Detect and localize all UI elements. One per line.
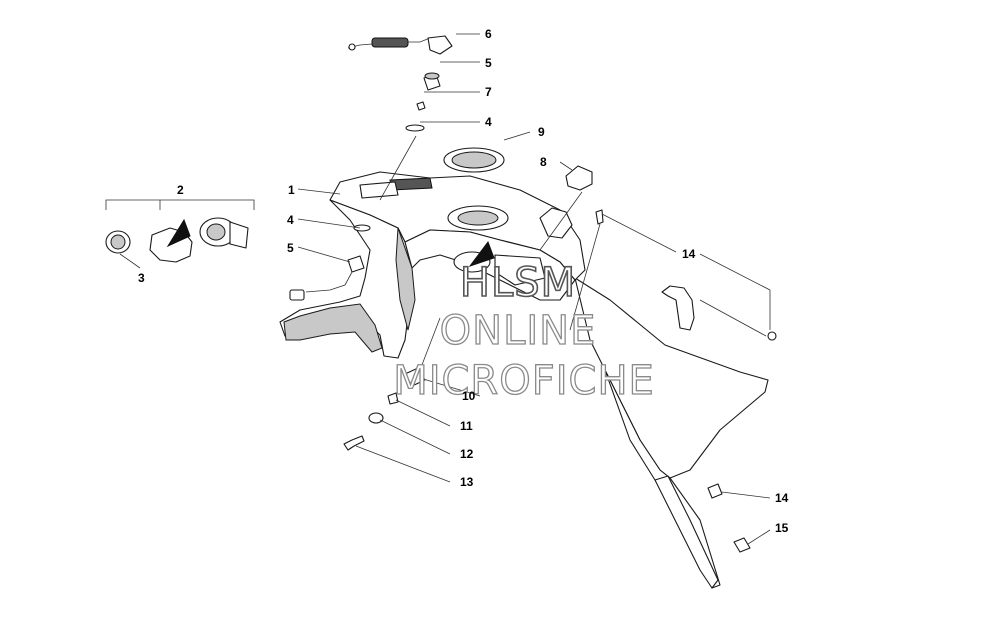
part-7-screw	[416, 101, 426, 111]
callout-13: 13	[460, 475, 474, 489]
callout-6: 6	[485, 27, 492, 41]
part-11-nut	[387, 392, 399, 405]
watermark-line-1: HLSM	[460, 260, 576, 306]
arrow-marker-left	[166, 218, 191, 248]
arrow-marker-center	[468, 240, 495, 267]
part-12-washer	[368, 412, 384, 424]
part-14-clip-lower	[707, 483, 723, 499]
callout-1: 1	[288, 183, 295, 197]
callout-7: 7	[485, 85, 492, 99]
part-4-washer-top	[405, 124, 425, 132]
watermark-line-2: ONLINE	[440, 308, 597, 354]
callout-2: 2	[177, 183, 184, 197]
part-15-rivet	[733, 537, 751, 553]
watermark-line-3: MICROFICHE	[393, 358, 655, 404]
part-9-ring-inner	[451, 151, 497, 169]
callout-4-top: 4	[485, 115, 492, 129]
callout-15: 15	[775, 521, 789, 535]
part-10-clip	[404, 367, 426, 387]
callout-14-lower: 14	[775, 491, 789, 505]
part-5-cap	[423, 72, 441, 91]
leader-lines	[119, 33, 771, 545]
part-8-plug	[565, 165, 593, 191]
main-shroud	[279, 171, 586, 359]
callout-3: 3	[138, 271, 145, 285]
callout-12: 12	[460, 447, 474, 461]
part-14-clip-upper	[595, 209, 604, 225]
watermark: HLSM ONLINE MICROFICHE	[393, 259, 655, 404]
part-13-bolt	[343, 435, 365, 451]
callout-8: 8	[540, 155, 547, 169]
part-4-washer-left	[353, 224, 371, 232]
part-5-sensor	[289, 255, 365, 301]
callout-5-top: 5	[485, 56, 492, 70]
callout-9: 9	[538, 125, 545, 139]
part-6-cable	[347, 35, 453, 55]
callout-14-upper: 14	[682, 247, 696, 261]
callout-5-left: 5	[287, 241, 294, 255]
callout-11: 11	[460, 419, 473, 433]
callout-4-left: 4	[287, 213, 294, 227]
callout-labels: 1 2 3 4 4 5 5 6 7 8 9 10 11 12 13 14 14 …	[138, 27, 789, 535]
part-14-nut	[767, 331, 777, 341]
side-panel	[574, 277, 769, 589]
callout-10: 10	[462, 389, 476, 403]
